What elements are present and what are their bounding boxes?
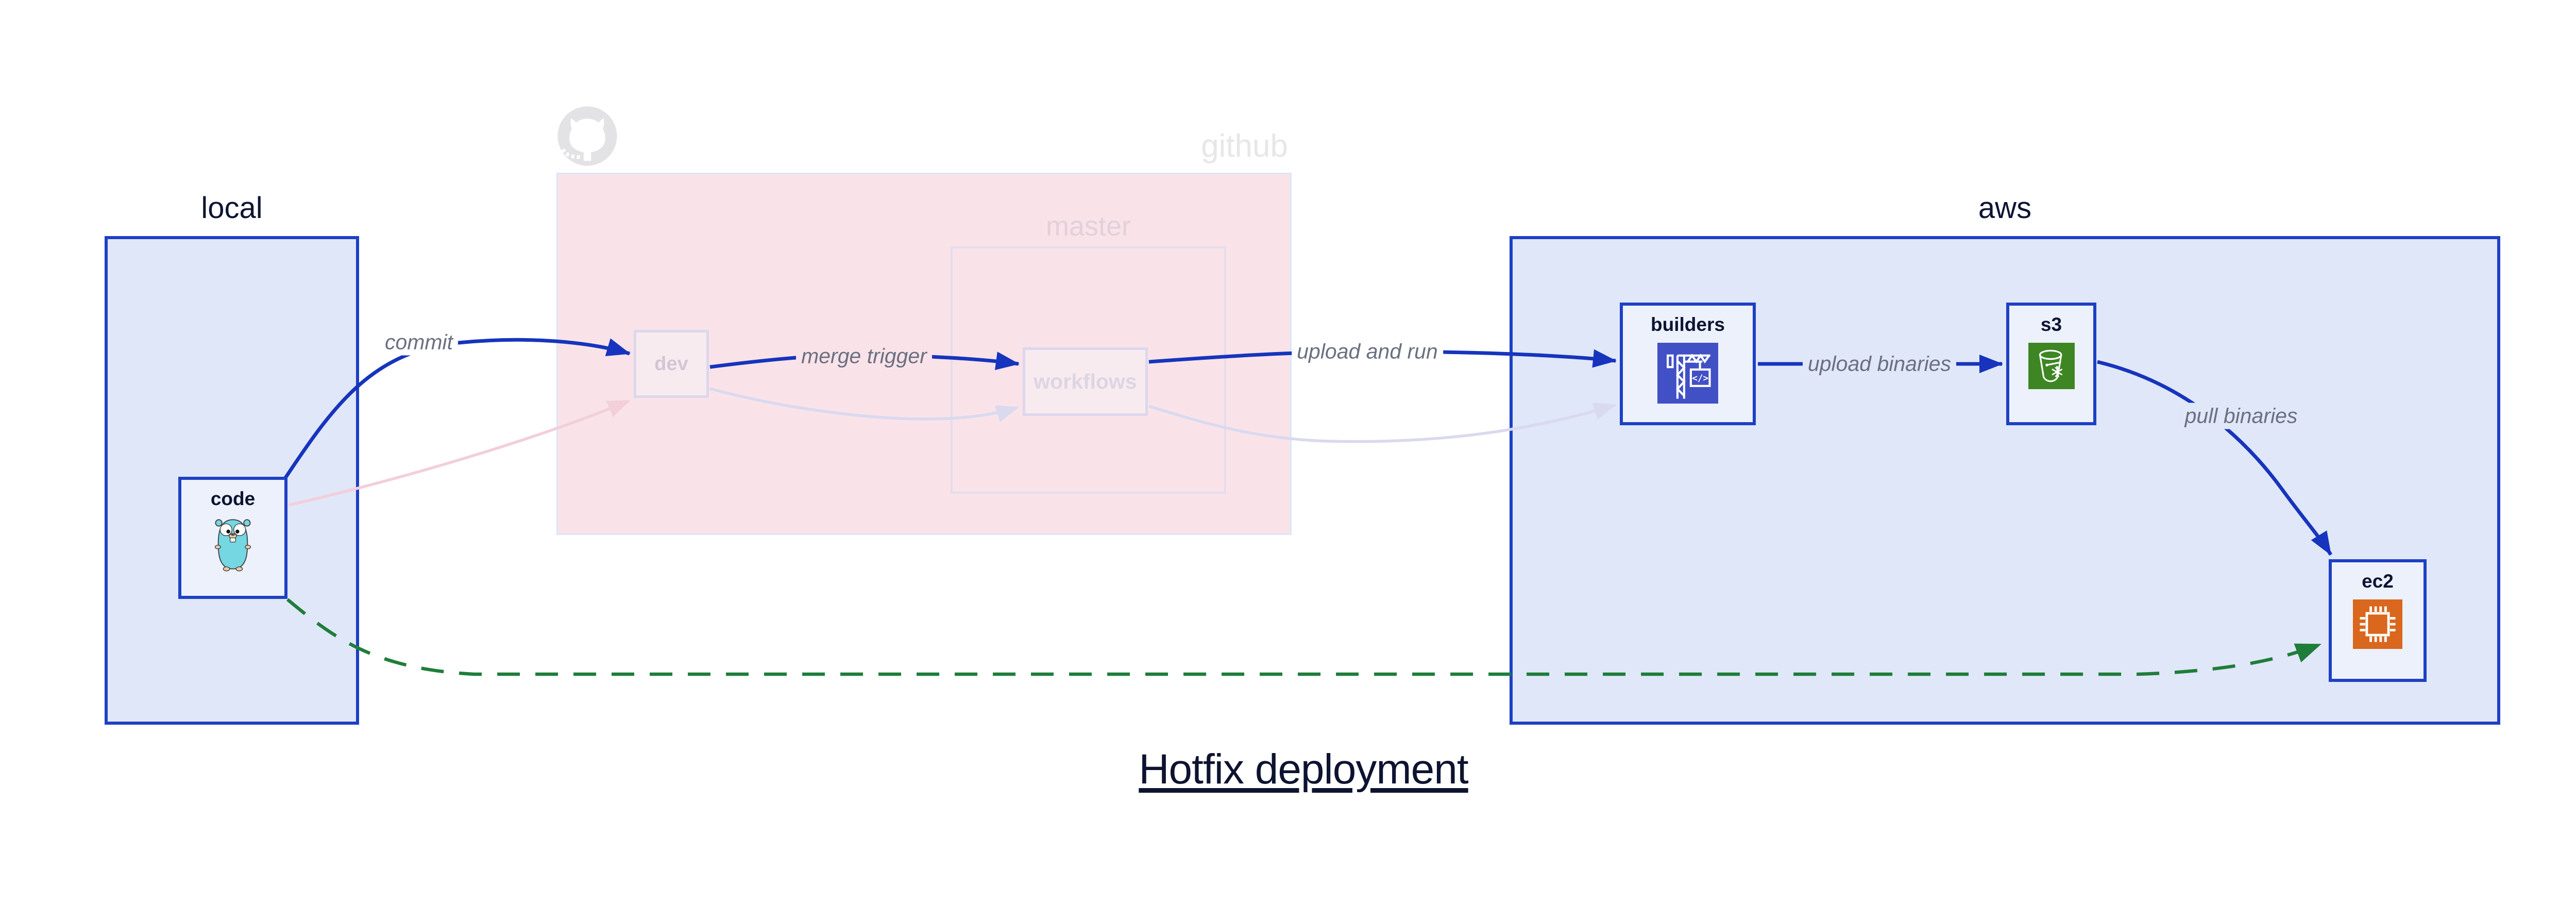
local-group-label: local [201,191,263,225]
edge-pull-binaries [2097,360,2332,556]
edge-dev-workflows-faded [709,387,1019,423]
github-octocat-icon [556,105,618,170]
node-code-label: code [210,488,256,509]
node-s3-label: s3 [2040,314,2062,335]
edge-label-upload-binaries: upload binaries [1802,350,1957,377]
diagram-title: Hotfix deployment [1139,746,1468,793]
edge-commit [283,338,631,480]
aws-ec2-icon [2353,599,2402,652]
edge-label-commit: commit [379,329,459,356]
aws-s3-bucket-icon [2028,343,2075,392]
node-code: code [178,477,287,599]
master-group-box [951,246,1226,494]
master-group-label: master [1045,211,1131,242]
node-dev-label: dev [654,353,688,375]
node-builders-label: builders [1651,314,1725,335]
edge-label-pull-binaries: pull binaries [2179,403,2303,429]
svg-text:</>: </> [1692,373,1708,383]
github-group-label: github [1201,128,1288,164]
aws-codebuild-icon: </> [1657,343,1719,406]
edge-label-upload-and-run: upload and run [1292,338,1443,365]
node-dev: dev [634,330,709,398]
aws-group-label: aws [1978,191,2032,225]
go-gopher-icon [212,517,253,574]
edge-code-dev-faded [288,399,631,507]
node-s3: s3 [2006,303,2096,425]
node-workflows: workflows [1023,347,1148,416]
edge-hotfix-dashed [286,598,2322,676]
node-workflows-label: workflows [1033,370,1137,393]
node-ec2-label: ec2 [2362,571,2394,592]
node-builders: builders </> [1620,303,1756,425]
edge-workflows-builders-faded [1148,403,1617,443]
node-ec2: ec2 [2329,559,2427,682]
edge-label-merge-trigger: merge trigger [796,343,932,370]
